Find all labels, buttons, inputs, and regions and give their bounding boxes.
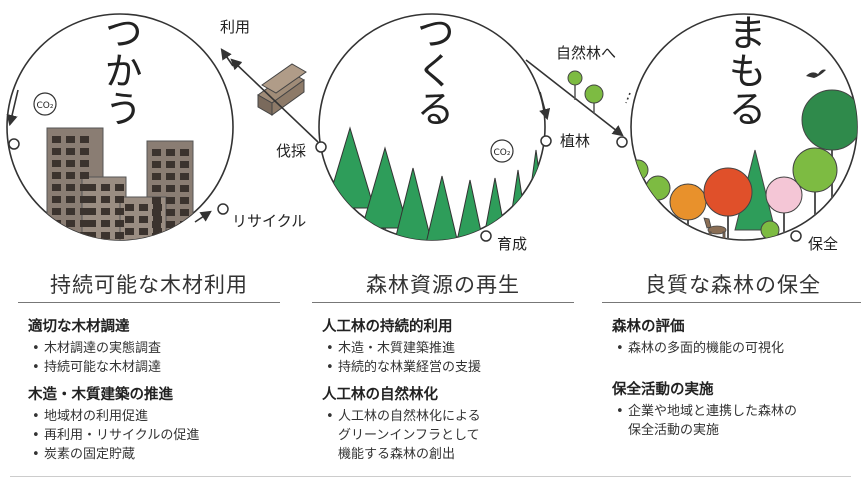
list-item: 地域材の利用促進 — [32, 407, 280, 426]
section: 人工林の自然林化 人工林の自然林化による グリーンインフラとして 機能する森林の… — [312, 383, 574, 464]
section: 適切な木材調達 木材調達の実態調査 持続可能な木材調達 — [18, 315, 280, 377]
node-grow — [480, 230, 492, 242]
node-natural — [616, 136, 628, 148]
buildings — [46, 127, 194, 240]
svg-text:CO₂: CO₂ — [37, 101, 54, 111]
svg-text:CO₂: CO₂ — [494, 148, 511, 158]
circle-title-protect: まもる — [722, 13, 766, 127]
list-item: 木造・木質建築推進 — [326, 339, 574, 358]
label-protect: 保全 — [808, 235, 838, 253]
label-use: 利用 — [220, 18, 250, 36]
list-item: 再利用・リサイクルの促進 — [32, 426, 280, 445]
label-harvest: 伐採 — [276, 142, 306, 160]
co2-icon: CO₂ — [490, 139, 514, 163]
section-heading: 人工林の自然林化 — [322, 387, 438, 403]
label-plant: 植林 — [560, 132, 590, 150]
section: 保全活動の実施 企業や地域と連携した森林の 保全活動の実施 — [602, 378, 861, 440]
circle-use: つかう CO₂ — [6, 13, 234, 241]
list-item: 森林の多面的機能の可視化 — [616, 339, 861, 358]
column-sustainable-use: 持続可能な木材利用 適切な木材調達 木材調達の実態調査 持続可能な木材調達 木造… — [18, 268, 280, 470]
section-heading: 木造・木質建築の推進 — [28, 387, 173, 403]
section: 森林の評価 森林の多面的機能の可視化 — [602, 315, 861, 358]
column-title: 良質な森林の保全 — [602, 268, 861, 303]
list-item: 持続可能な木材調達 — [32, 358, 280, 377]
bottom-divider — [10, 476, 851, 477]
arrow-left-down — [6, 89, 19, 127]
node-recycle — [217, 203, 229, 215]
list-item: 炭素の固定貯蔵 — [32, 445, 280, 464]
circle-protect: まもる — [630, 13, 858, 241]
circle-title-use: つかう — [98, 13, 142, 127]
dotted-line — [625, 92, 631, 104]
bird-icon — [806, 69, 826, 78]
co2-icon: CO₂ — [33, 92, 57, 116]
natural-forest — [631, 89, 857, 240]
cycle-diagram: つかう CO₂ つくる CO₂ — [6, 13, 858, 253]
list-item: 人工林の自然林化による グリーンインフラとして 機能する森林の創出 — [326, 407, 574, 464]
node-left — [8, 138, 20, 150]
list-item: 持続的な林業経営の支援 — [326, 358, 574, 377]
label-to-natural: 自然林へ — [556, 44, 616, 62]
column-resource-regeneration: 森林資源の再生 人工林の持続的利用 木造・木質建築推進 持続的な林業経営の支援 … — [312, 268, 574, 470]
circle-make: つくる CO₂ — [318, 13, 546, 241]
section-heading: 人工林の持続的利用 — [322, 319, 453, 335]
column-title: 森林資源の再生 — [312, 268, 574, 303]
arrow-top-left — [220, 48, 234, 67]
small-trees — [567, 70, 604, 114]
node-protect — [790, 230, 802, 242]
arrow-to-natural — [525, 59, 624, 137]
column-forest-conservation: 良質な森林の保全 森林の評価 森林の多面的機能の可視化 保全活動の実施 企業や地… — [602, 268, 861, 446]
section-heading: 保全活動の実施 — [612, 382, 714, 398]
section: 人工林の持続的利用 木造・木質建築推進 持続的な林業経営の支援 — [312, 315, 574, 377]
node-harvest — [315, 141, 327, 153]
list-item: 企業や地域と連携した森林の 保全活動の実施 — [616, 402, 861, 440]
circle-title-make: つくる — [410, 13, 454, 127]
arrow-recycle — [194, 210, 212, 223]
section-heading: 森林の評価 — [612, 319, 685, 335]
column-title: 持続可能な木材利用 — [18, 268, 280, 303]
label-grow: 育成 — [497, 235, 527, 253]
arrow-plant — [539, 91, 551, 121]
arrow-to-use — [230, 58, 319, 143]
label-recycle: リサイクル — [232, 212, 306, 230]
node-plant — [540, 135, 552, 147]
section: 木造・木質建築の推進 地域材の利用促進 再利用・リサイクルの促進 炭素の固定貯蔵 — [18, 383, 280, 464]
list-item: 木材調達の実態調査 — [32, 339, 280, 358]
deer-icon — [703, 217, 727, 240]
section-heading: 適切な木材調達 — [28, 319, 130, 335]
